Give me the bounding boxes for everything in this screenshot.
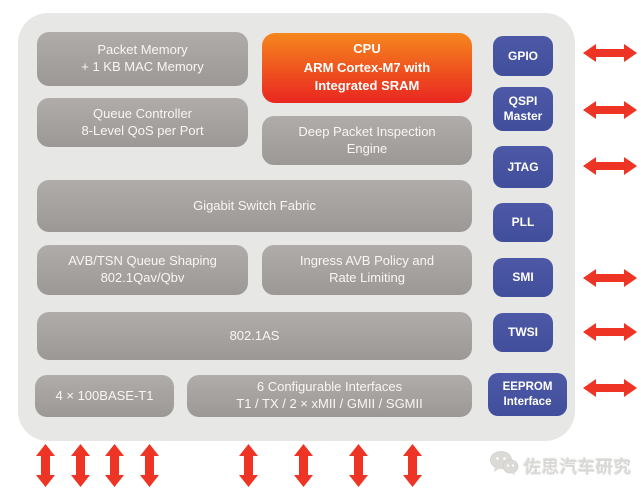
block-eeprom-interface: EEPROM Interface (488, 373, 567, 416)
block-packet-memory: Packet Memory + 1 KB MAC Memory (37, 32, 248, 86)
block-label: AVB/TSN Queue Shaping 802.1Qav/Qbv (68, 253, 217, 285)
block-label: 4 × 100BASE-T1 (55, 387, 154, 403)
block-100base-t1: 4 × 100BASE-T1 (35, 375, 174, 417)
block-label: GPIO (507, 48, 538, 63)
block-label: QSPI Master (503, 94, 543, 123)
block-jtag: JTAG (493, 146, 553, 188)
block-queue-controller: Queue Controller 8-Level QoS per Port (37, 98, 248, 147)
left-right-arrow-icon (583, 268, 637, 288)
watermark-text: 佐思汽车研究 (524, 458, 632, 477)
up-down-arrow-icon (104, 444, 125, 487)
block-label: Packet Memory + 1 KB MAC Memory (81, 42, 204, 74)
left-right-arrow-icon (583, 156, 637, 176)
up-down-arrow-icon (70, 444, 91, 487)
block-ingress-avb-policy: Ingress AVB Policy and Rate Limiting (262, 245, 472, 295)
block-label: EEPROM Interface (502, 381, 553, 408)
up-down-arrow-icon (238, 444, 259, 487)
left-right-arrow-icon (583, 100, 637, 120)
block-label: JTAG (507, 159, 539, 174)
block-avb-tsn-queue-shaping: AVB/TSN Queue Shaping 802.1Qav/Qbv (37, 245, 248, 295)
block-twsi: TWSI (493, 313, 553, 352)
block-gpio: GPIO (493, 36, 553, 76)
watermark: 佐思汽车研究 (489, 450, 632, 481)
left-right-arrow-icon (583, 322, 637, 342)
block-label: 6 Configurable Interfaces T1 / TX / 2 × … (236, 379, 423, 411)
up-down-arrow-icon (139, 444, 160, 487)
block-pll: PLL (493, 203, 553, 242)
block-cpu: CPU ARM Cortex-M7 with Integrated SRAM (262, 33, 472, 103)
up-down-arrow-icon (402, 444, 423, 487)
block-label: TWSI (508, 325, 538, 339)
up-down-arrow-icon (35, 444, 56, 487)
block-label: Queue Controller 8-Level QoS per Port (81, 105, 204, 138)
up-down-arrow-icon (348, 444, 369, 487)
wechat-logo-icon (489, 450, 519, 481)
chip-outline: Packet Memory + 1 KB MAC Memory CPU ARM … (18, 13, 575, 441)
up-down-arrow-icon (293, 444, 314, 487)
block-label: Deep Packet Inspection Engine (298, 123, 436, 156)
left-right-arrow-icon (583, 378, 637, 398)
block-smi: SMI (493, 258, 553, 297)
block-label: PLL (511, 215, 535, 229)
block-label: CPU ARM Cortex-M7 with Integrated SRAM (303, 40, 431, 94)
block-label: Ingress AVB Policy and Rate Limiting (299, 253, 435, 285)
block-label: SMI (512, 270, 534, 284)
block-gigabit-switch-fabric: Gigabit Switch Fabric (37, 180, 472, 232)
block-label: 802.1AS (229, 327, 280, 343)
block-qspi-master: QSPI Master (493, 87, 553, 131)
block-configurable-interfaces: 6 Configurable Interfaces T1 / TX / 2 × … (187, 375, 472, 417)
block-label: Gigabit Switch Fabric (193, 197, 316, 213)
left-right-arrow-icon (583, 43, 637, 63)
block-deep-packet-inspection: Deep Packet Inspection Engine (262, 116, 472, 165)
block-802-1as: 802.1AS (37, 312, 472, 360)
